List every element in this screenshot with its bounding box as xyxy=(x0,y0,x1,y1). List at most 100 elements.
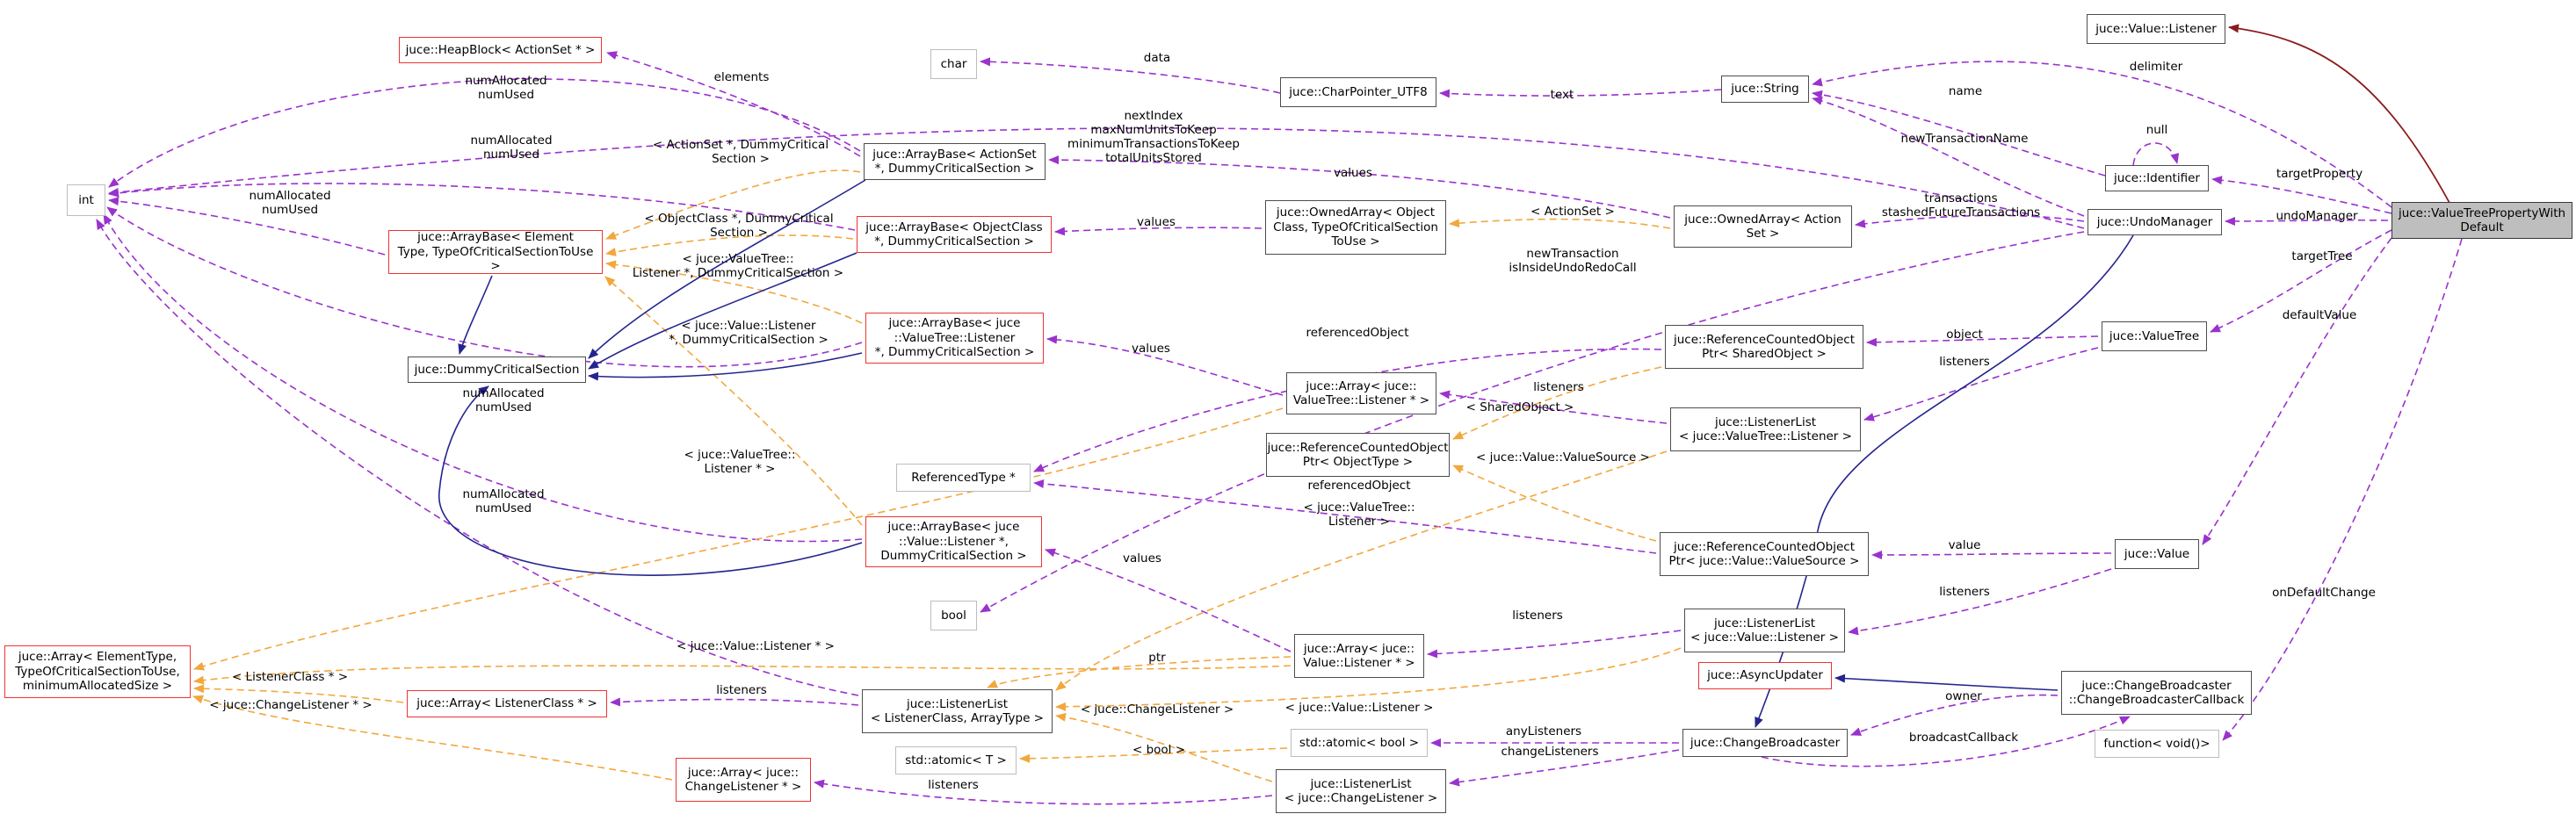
class-node-array_cl[interactable]: juce::Array< juce:: ChangeListener * > xyxy=(676,758,811,802)
class-node-changebroadcaster[interactable]: juce::ChangeBroadcaster xyxy=(1682,729,1848,757)
class-node-ll_cl[interactable]: juce::ListenerList < juce::ChangeListene… xyxy=(1276,769,1446,813)
class-node-cbcallback[interactable]: juce::ChangeBroadcaster ::ChangeBroadcas… xyxy=(2061,671,2252,715)
edge xyxy=(1812,61,2392,208)
edge xyxy=(588,252,857,370)
edge xyxy=(1834,674,2059,691)
class-node-ll_vtl[interactable]: juce::ListenerList < juce::ValueTree::Li… xyxy=(1670,407,1861,451)
class-node-heapblock[interactable]: juce::HeapBlock< ActionSet * > xyxy=(399,37,602,63)
edge xyxy=(1866,335,2099,347)
class-node-main: juce::ValueTreePropertyWith Default xyxy=(2391,202,2572,239)
edge xyxy=(108,183,856,231)
edge xyxy=(1863,347,2099,421)
class-node-function_void: function< void()> xyxy=(2095,730,2219,758)
class-node-value[interactable]: juce::Value xyxy=(2115,539,2199,569)
edge xyxy=(1449,218,1671,229)
edge xyxy=(108,197,386,256)
edge xyxy=(1755,234,2134,728)
class-node-array_elemtype[interactable]: juce::Array< ElementType, TypeOfCritical… xyxy=(4,645,191,698)
class-node-vlistener[interactable]: juce::Value::Listener xyxy=(2087,14,2225,44)
edge xyxy=(1046,335,1284,396)
edge xyxy=(1871,550,2112,559)
class-node-ab_vtlistener[interactable]: juce::ArrayBase< juce ::ValueTree::Liste… xyxy=(865,313,1044,364)
edge xyxy=(606,51,861,157)
class-node-ownedarray_as[interactable]: juce::OwnedArray< Action Set > xyxy=(1674,205,1852,248)
class-node-array_vtl[interactable]: juce::Array< juce:: ValueTree::Listener … xyxy=(1286,372,1436,414)
class-node-array_vall[interactable]: juce::Array< juce:: Value::Listener * > xyxy=(1294,634,1424,678)
class-node-ab_objectclass[interactable]: juce::ArrayBase< ObjectClass *, DummyCri… xyxy=(857,216,1052,253)
edge xyxy=(103,213,863,543)
edge xyxy=(1812,97,2085,217)
edge xyxy=(458,275,493,355)
edge xyxy=(1452,366,1662,440)
edge xyxy=(1048,155,1671,219)
edge xyxy=(604,276,863,526)
class-node-ll_lcat[interactable]: juce::ListenerList < ListenerClass, Arra… xyxy=(862,689,1053,733)
edge xyxy=(1439,89,1722,98)
class-node-valuetree[interactable]: juce::ValueTree xyxy=(2102,321,2207,351)
edge xyxy=(192,695,673,781)
edge xyxy=(1054,227,1263,236)
class-node-atomic_t: std::atomic< T > xyxy=(895,746,1017,774)
edge xyxy=(605,260,863,324)
class-node-char: char xyxy=(930,49,977,79)
edge xyxy=(1045,548,1292,652)
class-node-ab_actionset[interactable]: juce::ArrayBase< ActionSet *, DummyCriti… xyxy=(864,143,1046,180)
edge xyxy=(108,78,861,188)
class-node-string[interactable]: juce::String xyxy=(1721,76,1809,103)
edge xyxy=(605,169,861,240)
class-node-identifier[interactable]: juce::Identifier xyxy=(2105,165,2209,191)
class-node-atomic_bool: std::atomic< bool > xyxy=(1291,729,1428,757)
edge xyxy=(1033,479,1657,554)
edge xyxy=(980,57,1281,94)
class-node-bool: bool xyxy=(930,601,977,630)
edge xyxy=(96,219,859,696)
edge xyxy=(108,127,2085,229)
edge xyxy=(2222,238,2463,741)
class-node-reftype: ReferencedType * xyxy=(896,464,1031,492)
edge xyxy=(2210,229,2392,333)
class-node-rcop_shared[interactable]: juce::ReferenceCountedObject Ptr< Shared… xyxy=(1665,325,1863,369)
edge xyxy=(1848,568,2112,636)
edge xyxy=(1055,450,1668,691)
edge xyxy=(987,656,1292,688)
class-node-rcop_objtype[interactable]: juce::ReferenceCountedObject Ptr< Object… xyxy=(1266,433,1450,477)
edge xyxy=(605,234,854,256)
edge xyxy=(588,179,866,359)
edge xyxy=(2225,216,2389,226)
edge xyxy=(106,206,863,368)
edge xyxy=(193,684,404,703)
class-node-ab_vallistener[interactable]: juce::ArrayBase< juce ::Value::Listener … xyxy=(865,516,1042,567)
edge xyxy=(1019,747,1288,763)
edge xyxy=(1812,90,2106,176)
class-node-ll_vall[interactable]: juce::ListenerList < juce::Value::Listen… xyxy=(1684,609,1845,652)
class-node-int: int xyxy=(67,184,105,216)
class-node-array_lc[interactable]: juce::Array< ListenerClass * > xyxy=(407,690,607,717)
class-node-ownedarray_oc[interactable]: juce::OwnedArray< Object Class, TypeOfCr… xyxy=(1265,200,1446,255)
class-node-rcop_vs[interactable]: juce::ReferenceCountedObject Ptr< juce::… xyxy=(1660,532,1869,576)
edge xyxy=(1850,694,2059,736)
edge xyxy=(1439,390,1668,424)
edge xyxy=(2211,176,2392,214)
edge xyxy=(2228,24,2450,204)
edge xyxy=(1452,465,1657,542)
edge xyxy=(588,352,863,381)
edge xyxy=(1427,630,1682,659)
edge xyxy=(1761,716,2131,767)
edge xyxy=(193,407,1284,671)
class-node-undomanager[interactable]: juce::UndoManager xyxy=(2088,209,2222,235)
edge xyxy=(2132,142,2180,166)
class-node-asyncupdater[interactable]: juce::AsyncUpdater xyxy=(1698,662,1832,689)
class-node-ab_elemtype[interactable]: juce::ArrayBase< Element Type, TypeOfCri… xyxy=(388,230,603,274)
edge xyxy=(610,697,859,707)
edge xyxy=(1055,647,1682,711)
edge xyxy=(193,665,1292,685)
edge xyxy=(2202,237,2392,545)
edge xyxy=(1449,749,1680,787)
class-node-dummycs[interactable]: juce::DummyCriticalSection xyxy=(408,357,586,383)
edge xyxy=(1855,214,2085,228)
edge xyxy=(814,779,1273,805)
edge xyxy=(438,385,863,576)
class-node-charptr[interactable]: juce::CharPointer_UTF8 xyxy=(1280,77,1436,107)
